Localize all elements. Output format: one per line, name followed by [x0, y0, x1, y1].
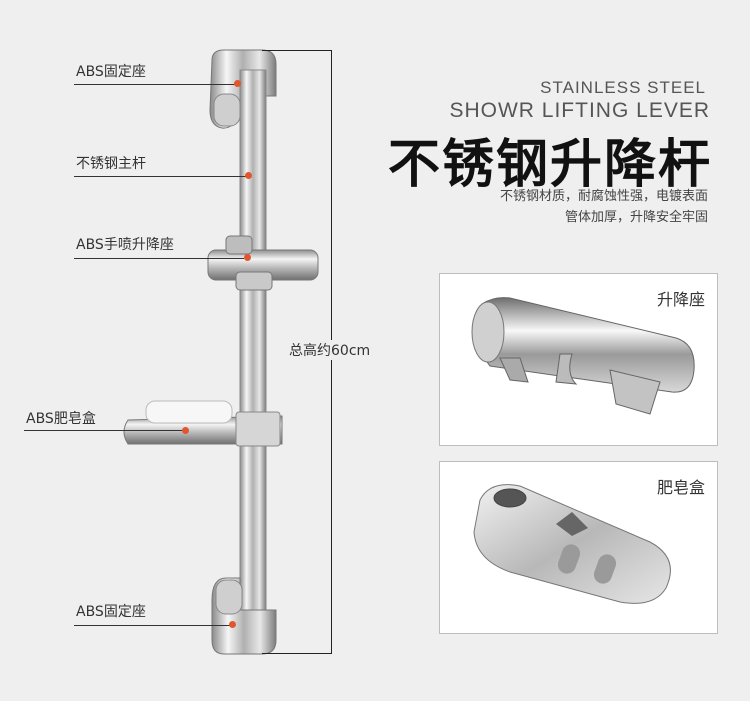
- callout-bottom-mount-line: [74, 625, 232, 626]
- heading-english-line2: SHOWR LIFTING LEVER: [449, 99, 710, 122]
- callout-main-rod-dot: [245, 172, 252, 179]
- shower-rod-illustration: [123, 49, 319, 655]
- callout-top-mount-label: ABS固定座: [76, 64, 146, 80]
- heading-english-line1: STAINLESS STEEL: [540, 78, 706, 97]
- callout-lift-seat-label: ABS手喷升降座: [76, 237, 174, 253]
- description-line1: 不锈钢材质，耐腐蚀性强，电镀表面: [499, 189, 708, 204]
- callout-bottom-mount-label: ABS固定座: [76, 604, 146, 620]
- callout-main-rod-label: 不锈钢主杆: [76, 156, 146, 172]
- dimension-top-tick: [262, 50, 332, 51]
- dimension-bottom-tick: [262, 653, 332, 654]
- detail-box-soap-box: 肥皂盒: [439, 461, 718, 634]
- callout-lift-seat-dot: [244, 254, 251, 261]
- soap-box: [123, 400, 283, 447]
- callout-bottom-mount-dot: [229, 621, 236, 628]
- callout-soap-box-line: [24, 430, 182, 431]
- callout-main-rod-line: [74, 176, 248, 177]
- callout-top-mount-dot: [234, 80, 241, 87]
- detail-lift-seat-label: 升降座: [656, 290, 705, 309]
- main-rod: [239, 69, 267, 631]
- callout-soap-box-dot: [182, 427, 189, 434]
- callout-top-mount-line: [74, 84, 238, 85]
- soap-box-closeup-image: [473, 484, 671, 604]
- dimension-height-label: 总高约60cm: [287, 340, 373, 360]
- heading-chinese-title: 不锈钢升降杆: [387, 135, 712, 195]
- lift-seat-closeup-image: [471, 297, 695, 415]
- description-line2: 管体加厚，升降安全牢固: [564, 210, 708, 225]
- detail-soap-box-label: 肥皂盒: [656, 478, 705, 497]
- callout-soap-box-label: ABS肥皂盒: [26, 411, 96, 427]
- detail-box-lift-seat: 升降座: [439, 273, 718, 446]
- lift-seat: [207, 235, 319, 291]
- bottom-mount-bracket: [211, 577, 277, 655]
- callout-lift-seat-line: [74, 258, 244, 259]
